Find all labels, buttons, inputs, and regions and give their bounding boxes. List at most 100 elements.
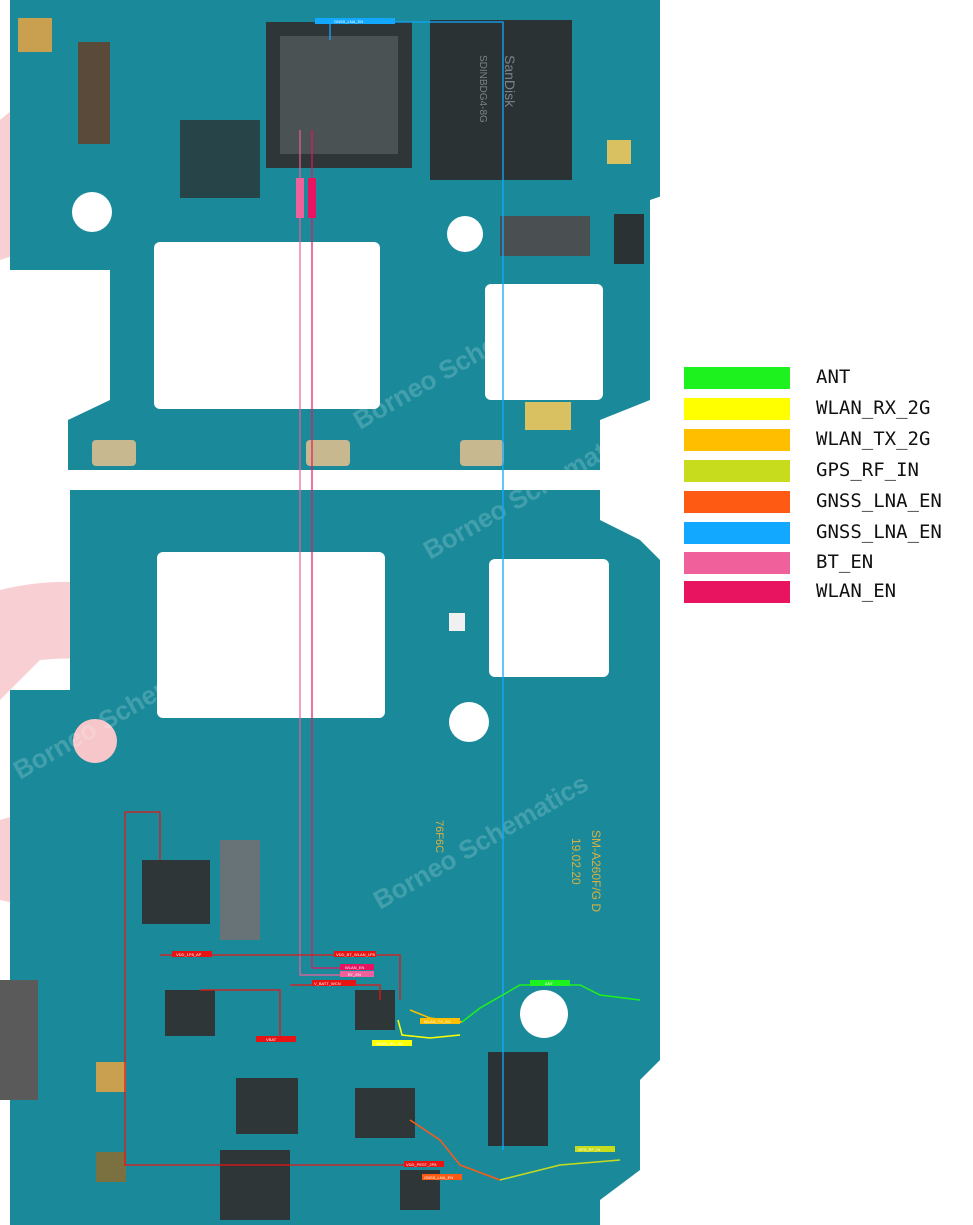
legend-label: WLAN_EN (816, 580, 897, 602)
net-label-gps-text: GPS_RF_IN (578, 1147, 600, 1152)
net-label-bt-en-text: BT_EN (348, 972, 361, 977)
net-label-gnss-orange (422, 1174, 462, 1180)
fem-chip (165, 990, 215, 1036)
soc-chip-core (280, 36, 398, 154)
net-label-wlan-rx-text: WLAN_RX_2G (376, 1041, 403, 1046)
cutout-lower-right (489, 559, 609, 677)
cutout-lower-left (157, 552, 385, 718)
mount-hole (72, 192, 112, 232)
net-label-gnss (315, 18, 395, 24)
connector (500, 216, 590, 256)
legend-label: GNSS_LNA_EN (816, 490, 942, 512)
legend-item-wlan-en: WLAN_EN (684, 580, 973, 603)
trace-vdd-pest (124, 812, 420, 1166)
trace-gps-rf-in (499, 1159, 621, 1181)
usb-port (0, 980, 38, 1100)
legend-item-gps-rf-in: GPS_RF_IN (684, 459, 973, 482)
capacitor-bank (220, 840, 260, 940)
transceiver-chip (236, 1078, 298, 1134)
trace-bt-en (299, 130, 340, 976)
net-label-ant-text: ANT (545, 981, 554, 986)
net-label-vdd-bt-text: VDD_BT_WLAN_1P8 (336, 952, 376, 957)
legend-label: GPS_RF_IN (816, 459, 919, 481)
trace-bt-en-pad (296, 178, 304, 218)
shield-clip (460, 440, 504, 466)
shield-clip (306, 440, 350, 466)
emmc-chip (430, 20, 572, 180)
legend-swatch (684, 581, 790, 603)
pa-chip (355, 1088, 415, 1138)
mount-hole (449, 702, 489, 742)
legend-label: GNSS_LNA_EN (816, 521, 942, 543)
net-label-vbatt-wcn (312, 980, 356, 986)
qr-code (96, 1062, 126, 1092)
test-pad (525, 402, 571, 430)
trace-vdd-bt (160, 954, 401, 1000)
mount-hole (520, 990, 568, 1038)
net-label-vbatt-wcn-text: V_BATT_WCN (314, 981, 341, 986)
code-text: 76F6C (433, 820, 445, 853)
net-label-wlan-tx (420, 1018, 460, 1024)
mount-hole (73, 719, 117, 763)
legend-label: WLAN_TX_2G (816, 428, 931, 450)
legend-item-bt-en: BT_EN (684, 551, 973, 574)
emmc-code: SDINBDG4-8G (477, 55, 488, 123)
net-label-wlan-tx-text: WLAN_TX_2G (424, 1019, 450, 1024)
net-label-gnss-text: GNSS_LNA_EN (334, 19, 363, 24)
legend-label: ANT (816, 366, 851, 388)
legend-swatch (684, 552, 790, 574)
net-label-wlan-rx (372, 1040, 412, 1046)
mount-hole (447, 216, 483, 252)
net-label-ant (530, 980, 570, 986)
legend-swatch (684, 429, 790, 451)
trace-wlan-rx (397, 1019, 461, 1039)
net-label-gps (575, 1146, 615, 1152)
net-label-vdd-bt (334, 951, 376, 957)
legend-item-wlan-rx-2g: WLAN_RX_2G (684, 397, 973, 420)
legend-item-gnss-lna-en-orange: GNSS_LNA_EN (684, 490, 973, 513)
net-label-bt-en (340, 971, 374, 977)
trace-gnss-lna-en-blue (329, 21, 504, 1150)
trace-wlan-en-pad (308, 178, 316, 218)
legend-item-ant: ANT (684, 366, 973, 389)
legend-label: BT_EN (816, 551, 874, 573)
cutout-upper-right (485, 284, 603, 400)
legend-swatch (684, 522, 790, 544)
board-connector (488, 1052, 548, 1146)
net-label-vdd-1p8 (172, 951, 212, 957)
net-label-gnss-orange-text: GNSS_LNA_EN (424, 1175, 453, 1180)
legend-item-gnss-lna-en-blue: GNSS_LNA_EN (684, 521, 973, 544)
net-label-wlan-en-text: WLAN_EN (345, 965, 364, 970)
led (449, 613, 465, 631)
net-label-vbat-text: VBAT (266, 1037, 277, 1042)
pcb-board-diagram: SanDisk SDINBDG4-8G SM-A260F/G D 19.02.2… (0, 0, 660, 1225)
legend-label: WLAN_RX_2G (816, 397, 931, 419)
qr-code (18, 18, 52, 52)
net-label-vdd-1p8-text: VDD_1P8_AP (176, 952, 202, 957)
shield-clip (92, 440, 136, 466)
trace-vdd (125, 811, 161, 860)
net-label-wlan-en (340, 964, 374, 970)
legend-swatch (684, 460, 790, 482)
legend-swatch (684, 398, 790, 420)
rf-chip (355, 990, 395, 1030)
emmc-brand: SanDisk (502, 55, 518, 108)
wcn-chip (142, 860, 210, 924)
legend-swatch (684, 367, 790, 389)
sensor (614, 214, 644, 264)
net-label-vdd-pest-text: VDD_PEST_2P8 (406, 1162, 437, 1167)
net-label-vdd-pest (404, 1161, 444, 1167)
date-text: 19.02.20 (569, 838, 583, 885)
model-text: SM-A260F/G D (589, 830, 603, 912)
legend-item-wlan-tx-2g: WLAN_TX_2G (684, 428, 973, 451)
coax-connector (96, 1152, 126, 1182)
pmic-area (180, 120, 260, 198)
connector (78, 42, 110, 144)
test-pad (607, 140, 631, 164)
legend-swatch (684, 491, 790, 513)
trace-gnss-lna-en-orange (409, 1119, 501, 1181)
modem-chip (220, 1150, 290, 1220)
cutout-upper-left (154, 242, 380, 409)
net-label-vbat (256, 1036, 296, 1042)
trace-vbat (200, 989, 281, 1036)
